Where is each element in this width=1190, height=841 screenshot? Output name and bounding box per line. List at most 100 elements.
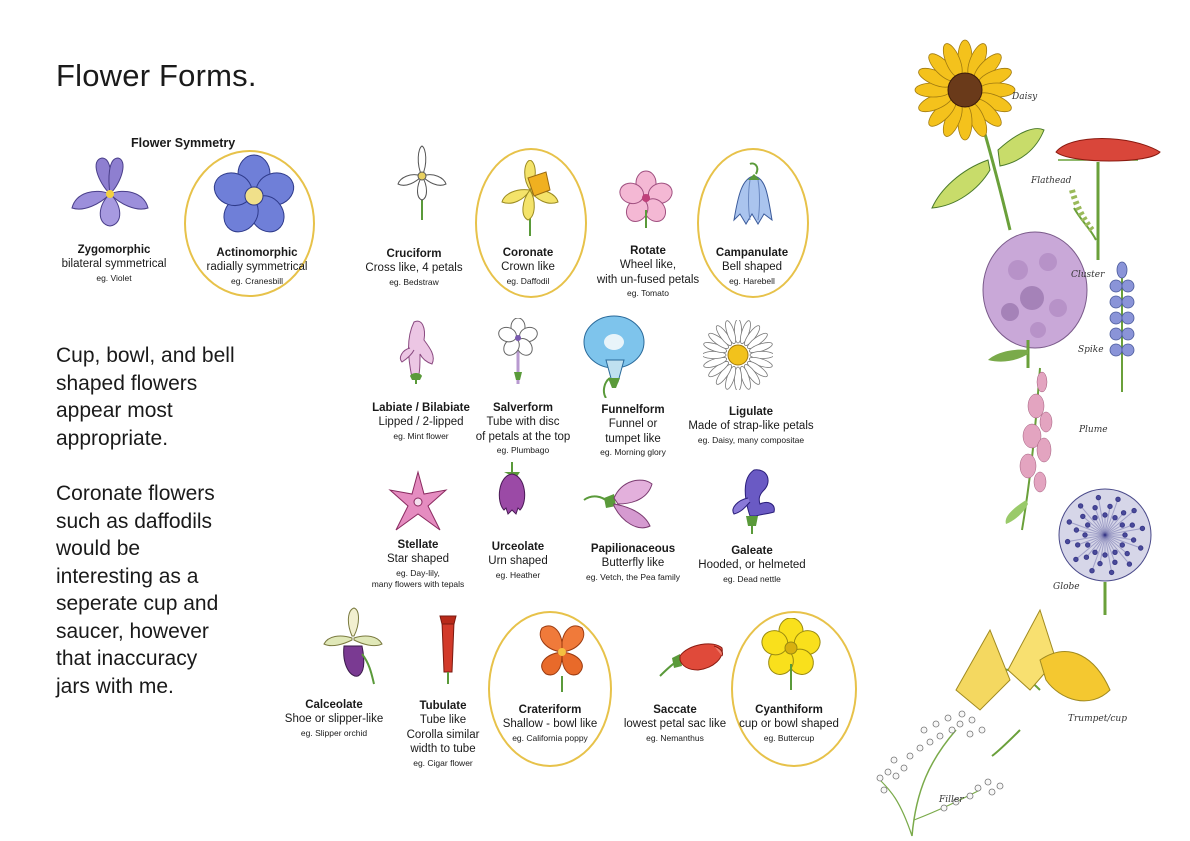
galeate-dead-nettle-icon xyxy=(732,469,775,534)
caption-actinomorphic: Actinomorphic radially symmetrical eg. C… xyxy=(207,246,308,286)
flathead-sketch-icon xyxy=(1055,138,1161,260)
caption-cruciform: Cruciform Cross like, 4 petals eg. Bedst… xyxy=(365,247,462,287)
form-description: Tube with disc xyxy=(486,416,560,429)
globe-sketch-icon xyxy=(1058,488,1152,615)
cluster-sketch-icon xyxy=(982,231,1088,368)
form-example: eg. Cigar flower xyxy=(413,757,473,768)
form-description: Hooded, or helmeted xyxy=(698,559,806,572)
note-line: shaped flowers xyxy=(56,371,198,395)
form-description: Wheel like, xyxy=(619,259,677,272)
form-description: Urn shaped xyxy=(488,555,548,568)
caption-campanulate: Campanulate Bell shaped eg. Harebell xyxy=(716,246,788,286)
calceolate-slipper-orchid-icon xyxy=(323,607,383,685)
form-example: eg. Nemanthus xyxy=(646,732,704,743)
form-description: Shallow - bowl like xyxy=(502,718,598,731)
page-title: Flower Forms. xyxy=(56,58,257,93)
form-description: bilateral symmetrical xyxy=(61,258,167,271)
cruciform-bedstraw-icon xyxy=(397,145,447,220)
form-name: Rotate xyxy=(630,245,666,257)
form-name: Crateriform xyxy=(518,704,582,716)
zygomorphic-violet-icon xyxy=(71,157,149,227)
note-line: appear most xyxy=(56,399,173,422)
highlight-ring-campanulate xyxy=(697,148,809,298)
stellate-day-lily-icon xyxy=(388,470,448,531)
form-example: eg. Buttercup xyxy=(763,732,815,743)
form-example: eg. Violet xyxy=(96,272,132,283)
form-name: Urceolate xyxy=(491,541,545,553)
form-description: Lipped / 2-lipped xyxy=(378,416,464,429)
sketch-label-filler: Filler xyxy=(939,795,964,805)
highlight-ring-cyanthiform xyxy=(731,611,857,767)
caption-rotate: Rotate Wheel like, with un-fused petals … xyxy=(597,244,699,299)
actinomorphic-cranesbill-icon xyxy=(213,154,295,233)
note-line: jars with me. xyxy=(56,674,174,698)
trumpet-cup-sketch-icon xyxy=(955,608,1111,757)
form-description: Tube like xyxy=(419,714,467,727)
form-example: eg. Cranesbill xyxy=(231,275,283,286)
sketch-label-globe: Globe xyxy=(1053,582,1080,592)
caption-cyanthiform: Cyanthiform cup or bowl shaped eg. Butte… xyxy=(739,703,839,743)
form-example: eg. Daffodil xyxy=(506,275,550,286)
form-description: radially symmetrical xyxy=(206,261,308,274)
salverform-plumbago-icon xyxy=(498,318,538,384)
sketch-label-spike: Spike xyxy=(1078,345,1104,355)
note-line: would be xyxy=(56,537,141,560)
note-paragraph-2: Coronate flowers such as daffodils would… xyxy=(56,480,271,700)
form-description: with un-fused petals xyxy=(596,273,700,286)
note-line: such as daffodils xyxy=(56,509,213,533)
form-example: eg. Morning glory xyxy=(600,447,666,458)
form-name: Galeate xyxy=(731,545,773,557)
form-example: eg. Tomato xyxy=(627,288,669,299)
form-example: eg. Dead nettle xyxy=(723,573,781,584)
highlight-ring-actinomorphic xyxy=(184,150,315,297)
form-name: Funnelform xyxy=(601,404,665,416)
form-name: Zygomorphic xyxy=(77,244,151,256)
form-name: Actinomorphic xyxy=(216,247,298,259)
form-name: Calceolate xyxy=(305,699,363,711)
form-description: tumpet like xyxy=(605,432,661,445)
caption-papilionaceous: Papilionaceous Butterfly like eg. Vetch,… xyxy=(586,542,680,582)
form-name: Stellate xyxy=(397,539,439,551)
sketch-label-trumpet-cup: Trumpet/cup xyxy=(1068,714,1127,724)
form-name: Labiate / Bilabiate xyxy=(372,402,470,414)
filler-sketch-icon xyxy=(876,710,1004,837)
form-example: eg. Mint flower xyxy=(393,430,449,441)
form-description: Cross like, 4 petals xyxy=(365,262,463,275)
caption-calceolate: Calceolate Shoe or slipper-like eg. Slip… xyxy=(285,698,383,738)
caption-stellate: Stellate Star shaped eg. Day-lily, many … xyxy=(372,538,465,590)
caption-saccate: Saccate lowest petal sac like eg. Nemant… xyxy=(624,703,726,743)
form-name: Saccate xyxy=(653,704,697,716)
form-description: Star shaped xyxy=(386,553,449,566)
note-line: seperate cup and xyxy=(56,592,219,615)
funnelform-morning-glory-icon xyxy=(583,315,645,398)
form-example: eg. Harebell xyxy=(729,275,775,286)
note-line: interesting as a xyxy=(56,564,199,588)
saccate-nemanthus-icon xyxy=(659,643,723,677)
flower-symmetry-heading: Flower Symmetry xyxy=(131,136,236,150)
ligulate-daisy-icon xyxy=(703,320,773,390)
rotate-tomato-icon xyxy=(619,170,673,228)
form-description: Crown like xyxy=(501,261,555,274)
plume-sketch-icon xyxy=(1005,367,1053,531)
cyanthiform-buttercup-icon xyxy=(761,618,821,690)
caption-tubulate: Tubulate Tube like Corolla similar width… xyxy=(407,699,480,768)
form-example: eg. Slipper orchid xyxy=(300,727,368,738)
caption-ligulate: Ligulate Made of strap-like petals eg. D… xyxy=(688,405,813,445)
form-name: Papilionaceous xyxy=(590,543,676,555)
form-name: Campanulate xyxy=(715,247,789,259)
form-name: Coronate xyxy=(502,247,554,259)
highlight-ring-coronate xyxy=(475,148,587,298)
form-name: Cyanthiform xyxy=(755,704,823,716)
crateriform-poppy-icon xyxy=(539,625,585,692)
note-line: Cup, bowl, and bell xyxy=(56,344,235,367)
note-line: Coronate flowers xyxy=(56,482,215,505)
sketch-label-plume: Plume xyxy=(1079,425,1108,435)
urceolate-heather-icon xyxy=(498,462,526,515)
caption-galeate: Galeate Hooded, or helmeted eg. Dead net… xyxy=(698,544,805,584)
caption-crateriform: Crateriform Shallow - bowl like eg. Cali… xyxy=(503,703,598,743)
highlight-ring-crateriform xyxy=(488,611,612,767)
labiate-mint-icon xyxy=(399,320,434,384)
form-description: width to tube xyxy=(410,743,476,756)
note-line: that inaccuracy xyxy=(56,647,198,670)
note-line: saucer, however xyxy=(56,619,209,643)
